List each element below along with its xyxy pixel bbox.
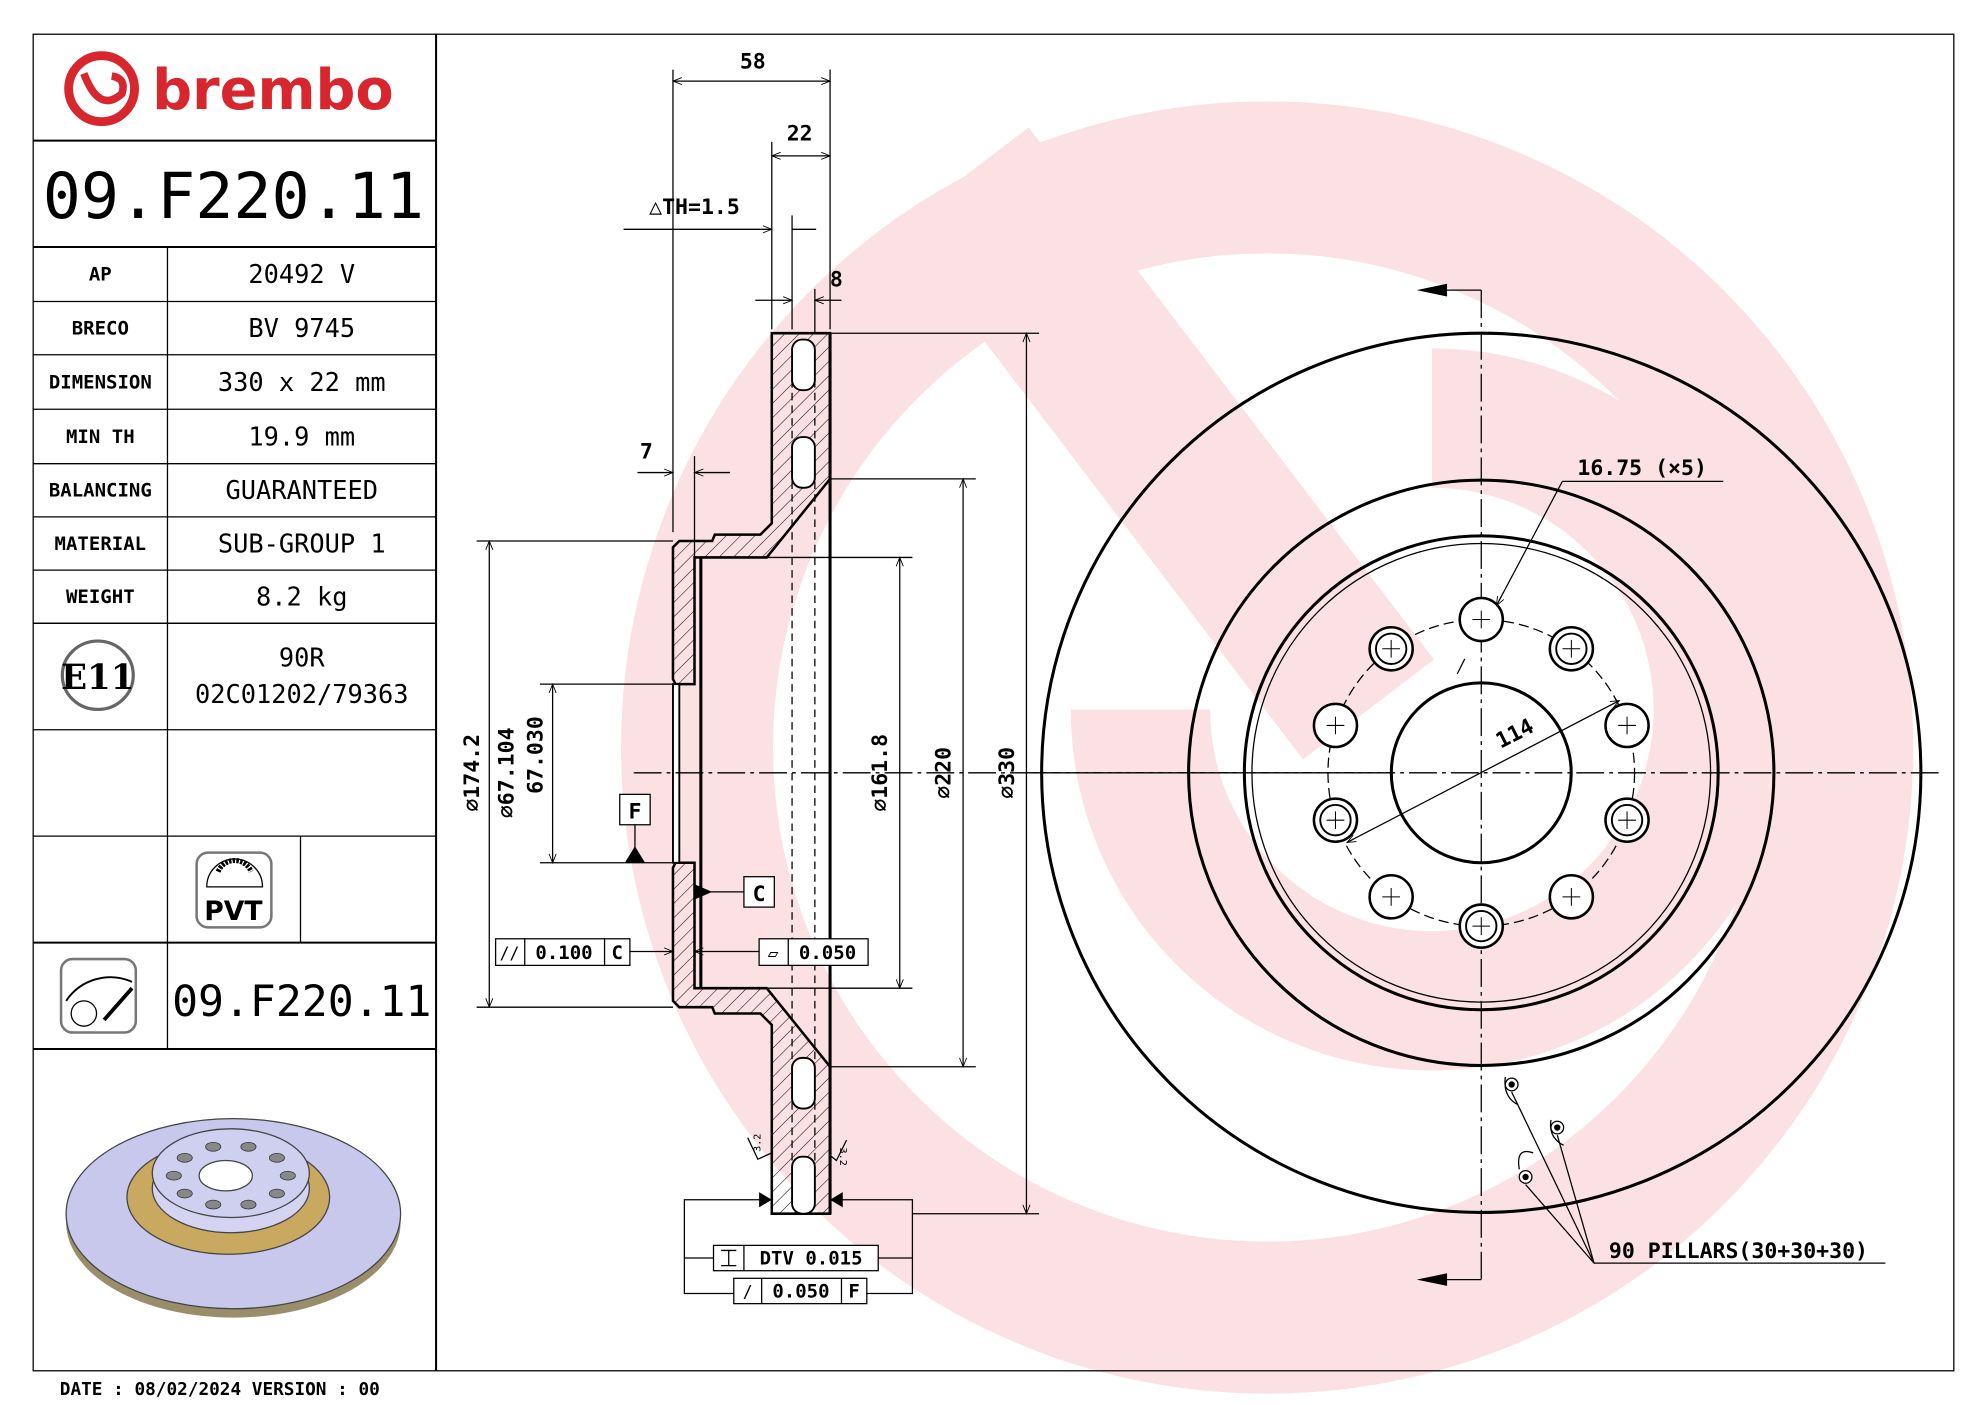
sheet-frame	[32, 33, 1955, 1372]
spec-value: SUB-GROUP 1	[218, 528, 386, 558]
roughness-left: 3.2	[752, 1134, 763, 1152]
spec-row: MATERIAL SUB-GROUP 1	[33, 528, 437, 571]
spec-value: BV 9745	[248, 313, 355, 343]
spec-label: DIMENSION	[49, 371, 152, 393]
runout-symbol: /	[743, 1282, 753, 1301]
spec-value: 330 x 22 mm	[218, 367, 386, 397]
dim-d220: ⌀220	[931, 747, 956, 799]
flatness-value: 0.050	[799, 942, 856, 964]
runout-tolerance: / 0.050 F	[733, 1277, 868, 1305]
render-bolt-hole	[205, 1141, 222, 1152]
render-bolt-hole	[176, 1188, 193, 1199]
datum-f: F	[628, 799, 641, 824]
roughness-right: 3.2	[837, 1148, 848, 1166]
render-bolt-hole	[240, 1199, 257, 1210]
dim-7: 7	[640, 440, 653, 465]
render-bolt-hole	[279, 1170, 296, 1181]
render-bolt-hole	[240, 1141, 257, 1152]
homologation-line2: 02C01202/79363	[195, 679, 408, 709]
title-block: brembo 09.F220.11 AP 20492 V BRECO BV 9745D…	[33, 51, 437, 1318]
dim-delta-th: △TH=1.5	[649, 195, 740, 220]
front-view: 16.75 (×5) 114 90 PILLARS(30+30+30)	[1032, 283, 1939, 1286]
brand-logo-text: brembo	[152, 58, 393, 123]
flatness-tolerance: ▱ 0.050	[693, 938, 869, 967]
spec-label: MATERIAL	[55, 533, 147, 555]
spec-value: 8.2 kg	[256, 582, 348, 612]
spec-label: BALANCING	[49, 480, 152, 502]
bolt-hole	[1312, 702, 1359, 749]
parallelism-tolerance: // 0.100 C	[494, 938, 675, 967]
spec-row: BALANCING GUARANTEED	[33, 475, 437, 518]
part-number-footer: 09.F220.11	[172, 977, 431, 1027]
render-bolt-hole	[205, 1199, 222, 1210]
dtv-tolerance: DTV 0.015	[712, 1244, 879, 1272]
spec-row: DIMENSION 330 x 22 mm	[33, 367, 437, 410]
pillars-label: 90 PILLARS(30+30+30)	[1609, 1239, 1868, 1264]
flatness-symbol: ▱	[768, 944, 779, 964]
bolt-hole-dim: 16.75 (×5)	[1577, 456, 1707, 481]
bolt-hole	[1368, 874, 1414, 920]
bolt-hole	[1548, 625, 1595, 672]
render-bolt-hole	[176, 1153, 193, 1163]
runout-datum: F	[848, 1280, 859, 1302]
brembo-logo: brembo	[64, 51, 394, 127]
bolt-hole	[1604, 797, 1650, 843]
spec-value: 19.9 mm	[248, 421, 355, 451]
section-view: 58 22 △TH=1.5 8 7 ⌀174.2 ⌀67.104 67.030 …	[460, 49, 1394, 1305]
runout-value: 0.050	[772, 1280, 829, 1302]
bolt-hole	[1312, 797, 1359, 843]
dim-bore-min: 67.030	[523, 716, 548, 794]
spec-row: BRECO BV 9745	[33, 313, 437, 356]
bolt-hole	[1604, 702, 1650, 749]
bolt-hole	[1458, 596, 1505, 643]
disc-marking-icon	[59, 957, 138, 1034]
spec-row: AP 20492 V	[33, 259, 437, 303]
spec-row: WEIGHT 8.2 kg	[33, 582, 437, 624]
datum-c: C	[753, 882, 766, 907]
render-bolt-hole	[268, 1153, 285, 1163]
dtv-value: DTV 0.015	[760, 1247, 863, 1269]
render-bolt-hole	[165, 1170, 182, 1181]
spec-row: MIN TH 19.9 mm	[33, 421, 437, 465]
parallelism-symbol: //	[500, 944, 520, 963]
dim-d330: ⌀330	[995, 747, 1020, 799]
disc-3d-render	[65, 1118, 402, 1318]
bolt-hole	[1548, 874, 1595, 920]
homologation-line1: 90R	[279, 642, 325, 672]
bolt-hole	[1368, 625, 1414, 672]
dim-58: 58	[740, 49, 766, 74]
dim-8: 8	[830, 267, 843, 292]
spec-label: MIN TH	[66, 426, 135, 448]
dim-bore-max: ⌀67.104	[494, 727, 519, 818]
vented-disc-icon: PVT	[195, 851, 273, 929]
homologation-mark: E11	[61, 658, 135, 698]
spec-label: AP	[89, 264, 112, 286]
dim-22: 22	[787, 122, 813, 147]
spec-label: BRECO	[72, 317, 129, 339]
dim-d161: ⌀161.8	[868, 734, 893, 812]
spec-value: 20492 V	[248, 259, 355, 289]
pvt-label: PVT	[204, 896, 262, 927]
pillar-markers	[1504, 1076, 1886, 1264]
spec-value: GUARANTEED	[226, 475, 379, 505]
spec-label: WEIGHT	[66, 586, 135, 608]
e11-mark: E11	[60, 639, 135, 712]
parallelism-value: 0.100	[535, 942, 592, 964]
date-version: DATE : 08/02/2024 VERSION : 00	[60, 1380, 380, 1400]
pcd-dim: 114	[1492, 714, 1538, 754]
dim-d174: ⌀174.2	[460, 734, 485, 812]
parallelism-datum: C	[612, 942, 623, 964]
part-number: 09.F220.11	[43, 159, 424, 233]
bolt-hole	[1458, 903, 1505, 949]
render-bolt-hole	[268, 1188, 285, 1199]
